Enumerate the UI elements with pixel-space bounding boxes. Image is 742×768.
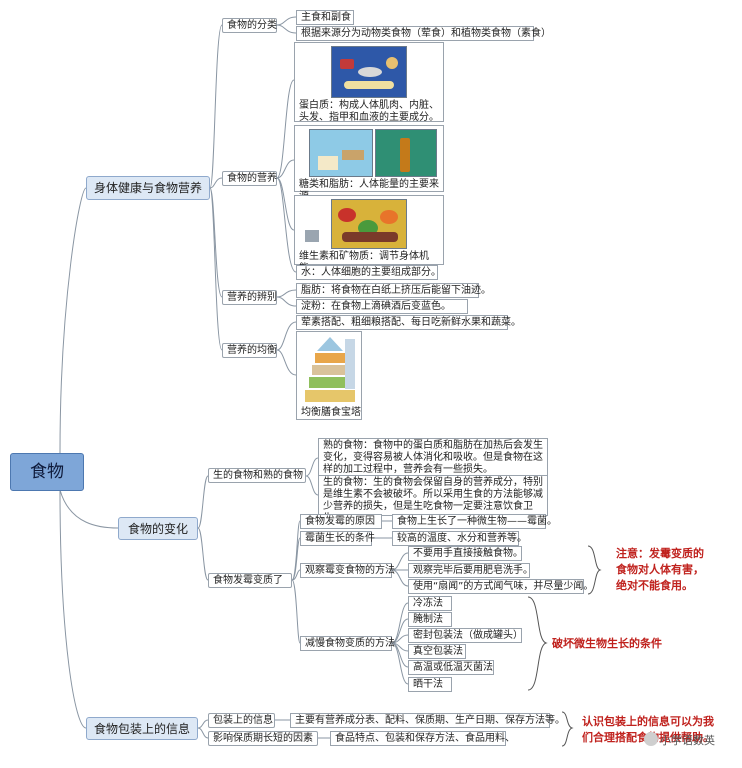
node-identify[interactable]: 营养的辨别 xyxy=(222,290,277,305)
cooked-food-text[interactable]: 熟的食物：食物中的蛋白质和脂肪在加热后会发生变化，变得容易被人体消化和吸收。但是… xyxy=(318,438,548,479)
vitamin-food-image xyxy=(331,199,407,249)
mold-cause-label[interactable]: 食物发霉的原因 xyxy=(300,514,382,529)
slow-item-dry[interactable]: 晒干法 xyxy=(408,677,452,692)
mold-observe-label[interactable]: 观察霉变食物的方法 xyxy=(300,563,395,578)
protein-caption: 蛋白质：构成人体肌肉、内脏、头发、指甲和血液的主要成分。 xyxy=(299,100,439,123)
branch-change[interactable]: 食物的变化 xyxy=(118,517,198,540)
note-mold-warning-1: 注意：发霉变质的 xyxy=(616,547,704,560)
root-node[interactable]: 食物 xyxy=(10,453,84,491)
vitamin-small-icon xyxy=(305,230,319,242)
slow-item-sterilize[interactable]: 高温或低温灭菌法 xyxy=(408,660,494,675)
oil-food-image xyxy=(375,129,437,177)
slow-item-seal[interactable]: 密封包装法（做成罐头） xyxy=(408,628,523,643)
branch-package[interactable]: 食物包装上的信息 xyxy=(86,717,198,740)
observe-item-3[interactable]: 使用“扇闻”的方式闻气味，并尽量少闻。 xyxy=(408,579,593,594)
package-factors-value[interactable]: 食品特点、包装和保存方法、食品用料、 xyxy=(330,731,515,746)
package-info-value[interactable]: 主要有营养成分表、配料、保质期、生产日期、保存方法等。 xyxy=(290,713,565,728)
card-carbs[interactable]: 糖类和脂肪：人体能量的主要来源。 xyxy=(294,125,444,202)
observe-item-2[interactable]: 观察完毕后要用肥皂洗手。 xyxy=(408,563,533,578)
identify-fat[interactable]: 脂肪：将食物在白纸上挤压后能留下油迹。 xyxy=(296,283,491,298)
wechat-logo-icon xyxy=(644,732,658,746)
mold-slow-label[interactable]: 减慢食物变质的方法 xyxy=(300,636,395,651)
card-vitamins[interactable]: 维生素和矿物质：调节身体机能。 xyxy=(294,195,444,274)
node-category[interactable]: 食物的分类 xyxy=(222,18,277,33)
mold-condition-value[interactable]: 较高的温度、水分和营养等。 xyxy=(392,531,527,546)
node-mold[interactable]: 食物发霉变质了 xyxy=(208,573,292,588)
raw-food-text[interactable]: 生的食物：生的食物会保留自身的营养成分，特别是维生素不会被破坏。所以采用生食的方… xyxy=(318,475,548,524)
mold-cause-value[interactable]: 食物上生长了一种微生物——霉菌。 xyxy=(392,514,557,529)
observe-item-1[interactable]: 不要用手直接接触食物。 xyxy=(408,546,523,561)
protein-food-image xyxy=(331,46,407,98)
node-balance[interactable]: 营养的均衡 xyxy=(222,343,277,358)
card-protein[interactable]: 蛋白质：构成人体肌肉、内脏、头发、指甲和血液的主要成分。 xyxy=(294,42,444,123)
category-item-source[interactable]: 根据来源分为动物类食物（荤食）和植物类食物（素食） xyxy=(296,26,551,41)
identify-starch[interactable]: 淀粉：在食物上滴碘酒后变蓝色。 xyxy=(296,299,468,314)
food-pyramid-image xyxy=(305,337,355,402)
note-package-1: 认识包装上的信息可以为我 xyxy=(582,715,714,728)
branch-health[interactable]: 身体健康与食物营养 xyxy=(86,176,210,200)
category-item-staple[interactable]: 主食和副食 xyxy=(296,10,354,25)
note-microbe: 破坏微生物生长的条件 xyxy=(552,637,662,650)
card-pyramid[interactable]: 均衡膳食宝塔 xyxy=(296,331,362,420)
node-package-info[interactable]: 包装上的信息 xyxy=(208,713,275,728)
slow-item-vacuum[interactable]: 真空包装法 xyxy=(408,644,466,659)
mold-condition-label[interactable]: 霉菌生长的条件 xyxy=(300,531,375,546)
watermark-text: 小学语数英 xyxy=(660,734,715,747)
carbs-food-image xyxy=(309,129,373,177)
node-nutrition[interactable]: 食物的营养 xyxy=(222,171,277,186)
note-mold-warning-2: 食物对人体有害， xyxy=(616,563,704,576)
slow-item-pickle[interactable]: 腌制法 xyxy=(408,612,452,627)
slow-item-freeze[interactable]: 冷冻法 xyxy=(408,596,452,611)
balance-text[interactable]: 荤素搭配、粗细粮搭配、每日吃新鲜水果和蔬菜。 xyxy=(296,315,521,330)
node-package-factors[interactable]: 影响保质期长短的因素 xyxy=(208,731,318,746)
note-mold-warning-3: 绝对不能食用。 xyxy=(616,579,693,592)
node-rawcooked[interactable]: 生的食物和熟的食物 xyxy=(208,468,306,483)
pyramid-caption: 均衡膳食宝塔 xyxy=(301,407,361,418)
nutrition-water[interactable]: 水：人体细胞的主要组成部分。 xyxy=(296,265,441,280)
